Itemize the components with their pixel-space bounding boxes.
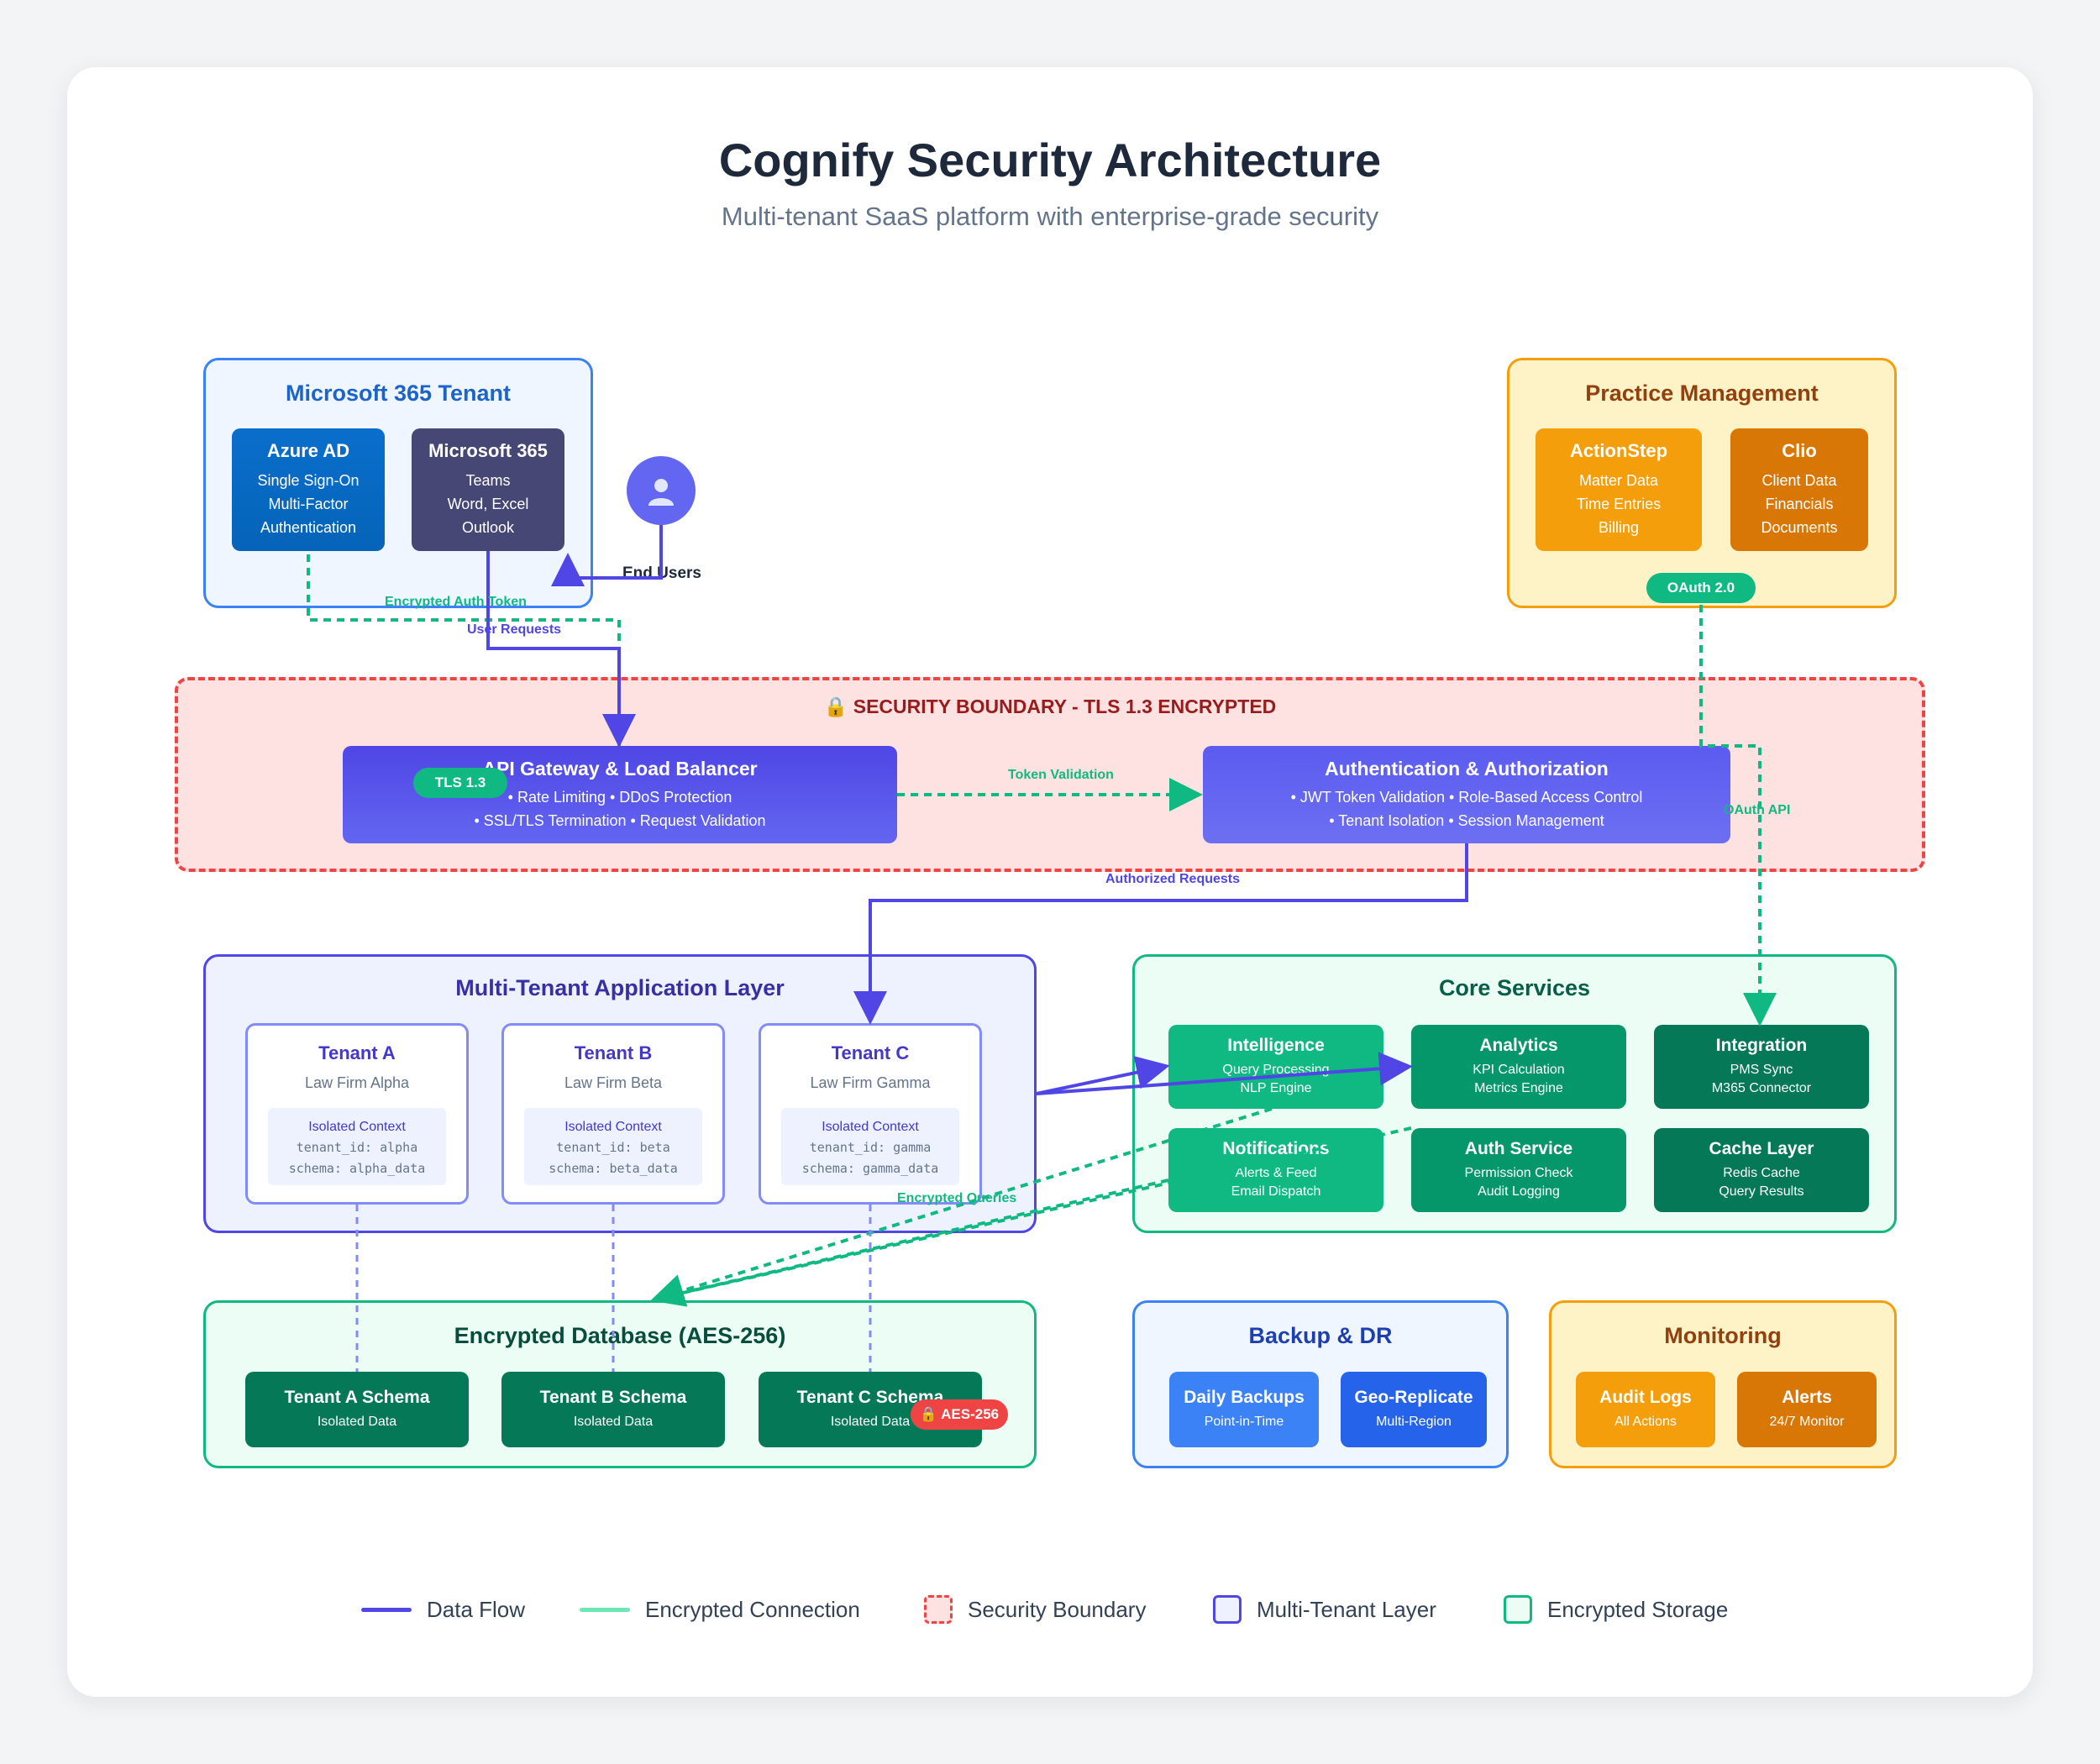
isolated-context: Isolated Context tenant_id: gamma schema… <box>781 1108 959 1185</box>
clio-box[interactable]: Clio Client Data Financials Documents <box>1730 428 1868 551</box>
legend-storage-swatch <box>1504 1595 1532 1624</box>
microsoft-365-box[interactable]: Microsoft 365 Teams Word, Excel Outlook <box>412 428 564 551</box>
encrypted-auth-token-label: Encrypted Auth Token <box>385 595 527 609</box>
end-users-avatar[interactable] <box>627 456 696 525</box>
tenant-c-card[interactable]: Tenant C Law Firm Gamma Isolated Context… <box>759 1023 982 1205</box>
app-to-analytics-line <box>1036 1052 1413 1095</box>
tenant-b-card[interactable]: Tenant B Law Firm Beta Isolated Context … <box>501 1023 725 1205</box>
legend-data-flow-swatch <box>361 1607 412 1612</box>
token-validation-label: Token Validation <box>1008 768 1114 782</box>
app-to-intelligence-line <box>1036 1056 1170 1095</box>
legend-boundary-swatch <box>924 1595 953 1624</box>
user-requests-line <box>486 551 636 748</box>
core-services-title: Core Services <box>1438 975 1591 1000</box>
legend-security-boundary: Security Boundary <box>924 1593 1146 1626</box>
legend-encrypted-storage: Encrypted Storage <box>1504 1593 1728 1626</box>
isolated-context: Isolated Context tenant_id: alpha schema… <box>268 1108 446 1185</box>
monitoring-title: Monitoring <box>1664 1323 1782 1348</box>
page-subtitle: Multi-tenant SaaS platform with enterpri… <box>721 202 1379 231</box>
m365-tenant-title: Microsoft 365 Tenant <box>285 381 512 406</box>
oauth-api-label: OAuth API <box>1724 803 1791 817</box>
legend-multi-tenant-layer: Multi-Tenant Layer <box>1213 1593 1436 1626</box>
auth-box[interactable]: Authentication & Authorization • JWT Tok… <box>1203 746 1730 843</box>
aes-badge: 🔒 AES-256 <box>911 1399 1008 1430</box>
encrypted-queries-line-3 <box>656 1179 1169 1300</box>
user-requests-label: User Requests <box>467 622 562 637</box>
end-users-line <box>551 525 663 586</box>
oauth-api-line <box>1699 605 1777 1026</box>
authorized-requests-line <box>853 843 1468 1025</box>
authorized-requests-label: Authorized Requests <box>1105 872 1241 886</box>
security-boundary-title: 🔒 SECURITY BOUNDARY - TLS 1.3 ENCRYPTED <box>823 696 1277 717</box>
legend-encrypted-swatch <box>580 1607 630 1612</box>
app-layer-title: Multi-Tenant Application Layer <box>455 975 785 1000</box>
user-icon <box>648 479 674 506</box>
legend-encrypted-connection: Encrypted Connection <box>580 1593 860 1626</box>
encrypted-auth-token-line <box>307 554 621 746</box>
legend-tenant-swatch <box>1213 1595 1242 1624</box>
azure-ad-box[interactable]: Azure AD Single Sign-On Multi-Factor Aut… <box>232 428 385 551</box>
page-title: Cognify Security Architecture <box>718 134 1382 186</box>
tenant-a-card[interactable]: Tenant A Law Firm Alpha Isolated Context… <box>245 1023 469 1205</box>
backup-dr-title: Backup & DR <box>1248 1323 1393 1348</box>
actionstep-box[interactable]: ActionStep Matter Data Time Entries Bill… <box>1536 428 1702 551</box>
isolated-context: Isolated Context tenant_id: beta schema:… <box>524 1108 702 1185</box>
practice-management-title: Practice Management <box>1585 381 1819 406</box>
tls-badge: TLS 1.3 <box>413 768 507 798</box>
encrypted-queries-label: Encrypted Queries <box>897 1191 1017 1205</box>
encrypted-database-title: Encrypted Database (AES-256) <box>454 1323 786 1348</box>
legend-data-flow: Data Flow <box>361 1593 525 1626</box>
oauth-badge: OAuth 2.0 <box>1646 573 1756 603</box>
